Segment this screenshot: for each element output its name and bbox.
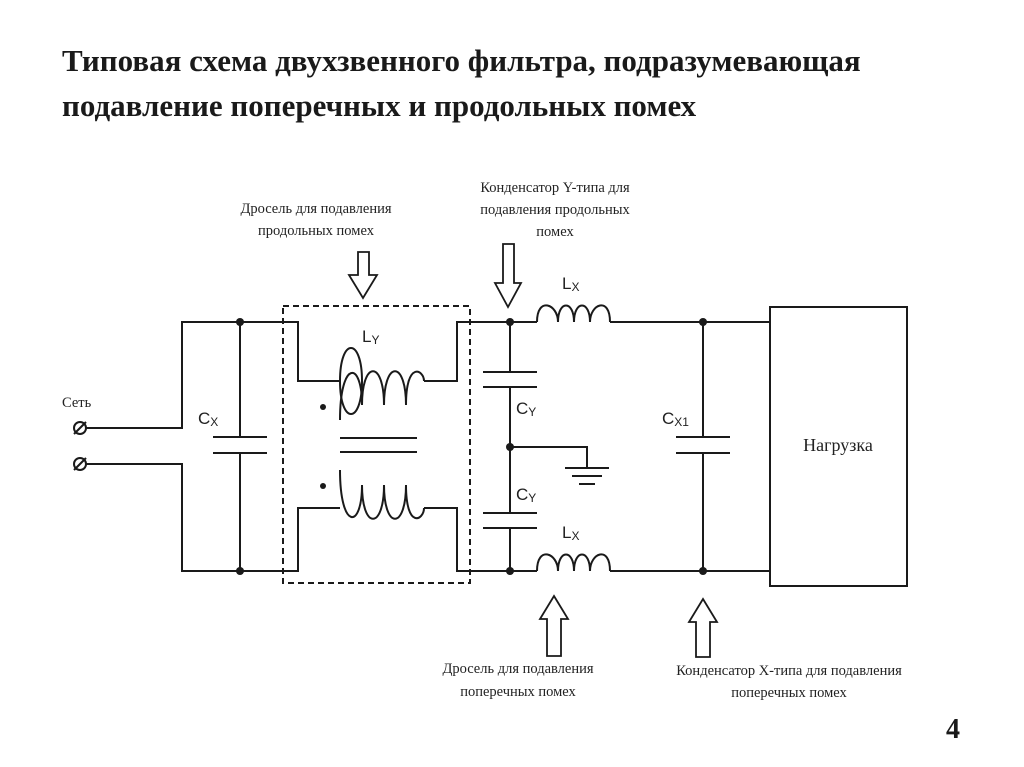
lx-bottom-label: LX (562, 523, 579, 543)
cy-top-label: CY (516, 399, 536, 419)
page-number: 4 (946, 714, 960, 745)
cap-y-annotation-line3: помех (536, 224, 574, 240)
arrow-up-cx1-icon (687, 597, 719, 658)
cap-x-annotation-line1: Конденсатор X-типа для подавления (676, 663, 902, 679)
cy-bottom-label: CY (516, 485, 536, 505)
capacitor-cy-top (483, 322, 537, 447)
slide-title: Типовая схема двухзвенного фильтра, подр… (62, 43, 861, 123)
capacitor-cx (213, 318, 267, 575)
arrow-down-cy-icon (493, 243, 523, 309)
inductor-lx-top (510, 304, 770, 323)
mains-terminals (73, 321, 290, 572)
choke-dashed-box (282, 305, 471, 584)
load-box (769, 306, 908, 587)
load-label: Нагрузка (803, 435, 873, 455)
cap-y-annotation-line2: подавления продольных (480, 202, 630, 218)
capacitor-cx1 (676, 318, 730, 575)
cap-y-annotation-line1: Конденсатор Y-типа для (480, 180, 630, 196)
dot-bottom (320, 483, 326, 489)
arrow-up-lx-icon (538, 594, 570, 657)
inductor-lx-bottom (510, 553, 770, 572)
choke-common-annotation-line2: продольных помех (258, 223, 375, 239)
mains-label: Сеть (62, 395, 92, 411)
lx-top-label: LX (562, 274, 579, 294)
choke-diff-annotation-line1: Дросель для подавления (442, 661, 593, 677)
choke-diff-annotation-line2: поперечных помех (460, 684, 576, 700)
cap-x-annotation-line2: поперечных помех (731, 685, 847, 701)
choke-common-annotation-line1: Дросель для подавления (240, 201, 391, 217)
dot-top (320, 404, 326, 410)
ly-label: LY (362, 327, 379, 347)
cx-label: CX (198, 409, 218, 429)
capacitor-cy-bottom (483, 447, 537, 571)
common-mode-choke-ly (282, 305, 471, 584)
cx1-label: CX1 (662, 409, 689, 429)
arrow-down-choke-icon (347, 251, 379, 300)
ground-icon (510, 446, 609, 485)
